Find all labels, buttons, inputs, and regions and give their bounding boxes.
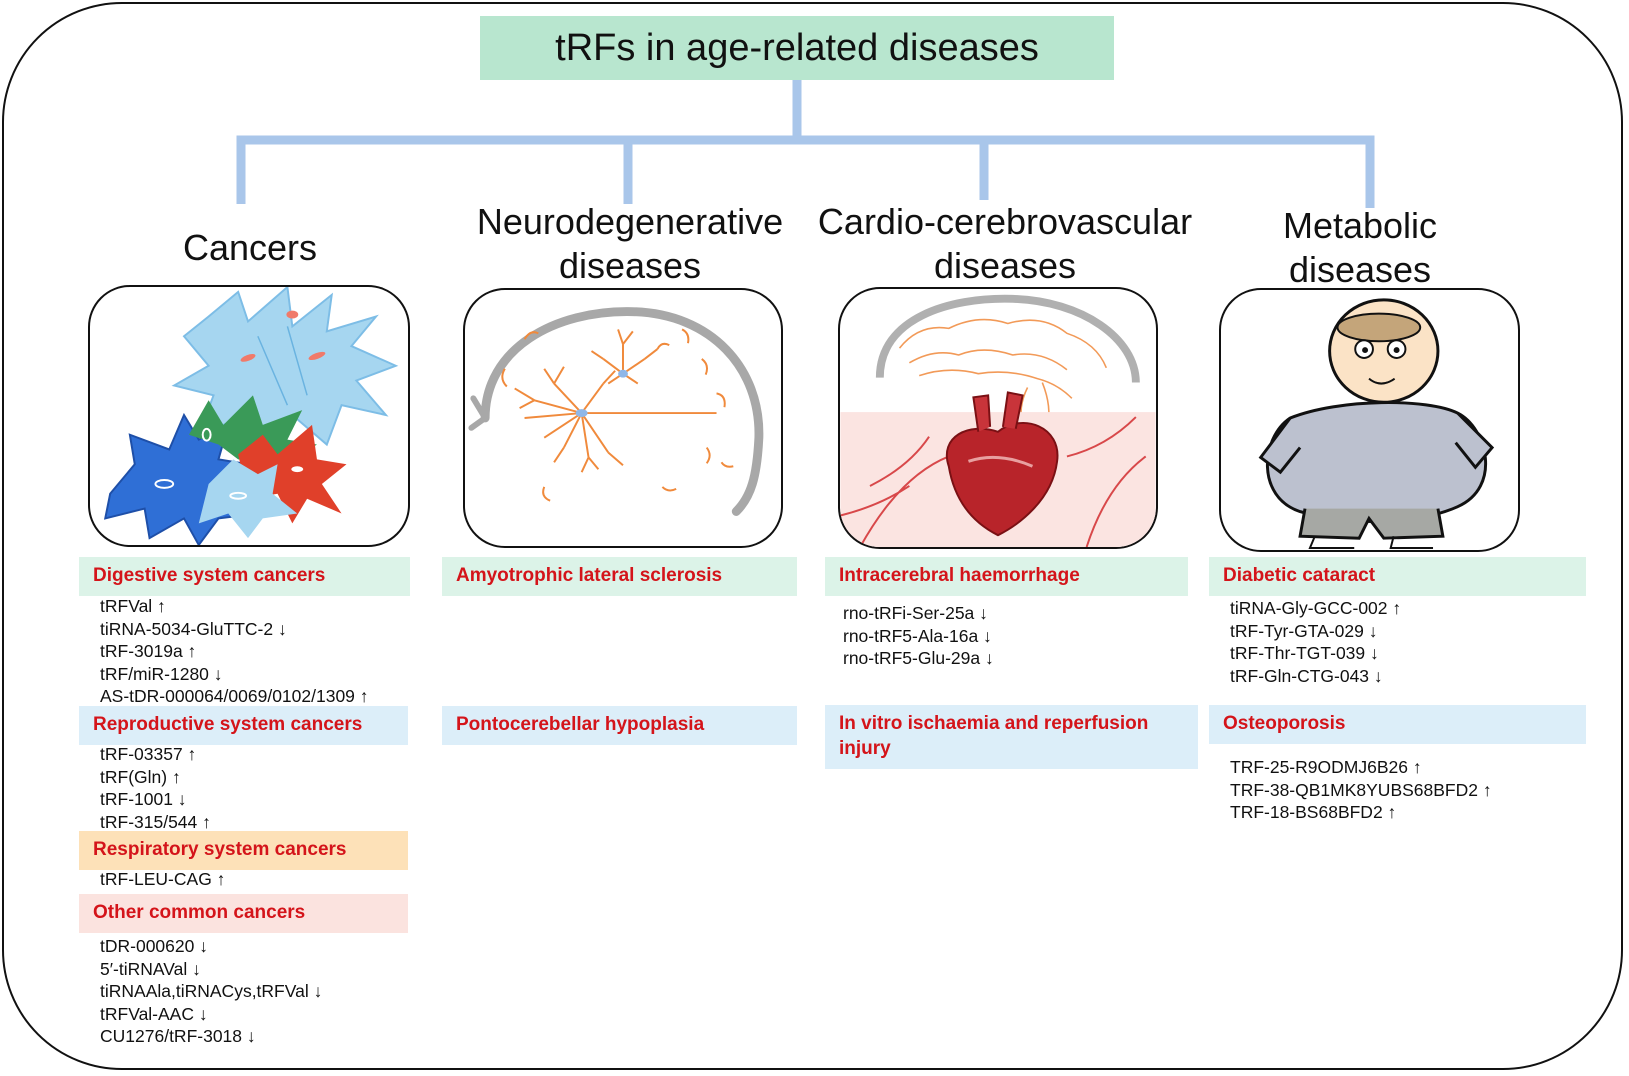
list-item: tRF-Gln-CTG-043 ↓ — [1230, 665, 1383, 686]
brain-heart-illustration — [838, 287, 1158, 549]
mixed-cells — [103, 395, 347, 545]
heading-other-common-cancers: Other common cancers — [79, 894, 408, 933]
heading-amyotrophic-lateral-sclerosis: Amyotrophic lateral sclerosis — [442, 557, 797, 596]
heading-pontocerebellar-hypoplasia: Pontocerebellar hypoplasia — [442, 706, 797, 745]
list-item: tDR-000620 ↓ — [100, 936, 208, 956]
vessels — [840, 416, 1147, 547]
category-title-line: Cardio-cerebrovascular — [817, 201, 1193, 242]
category-title-line: Neurodegenerative — [476, 201, 784, 242]
list-item: rno-tRF5-Glu-29a ↓ — [843, 648, 994, 668]
heading-line: injury — [839, 738, 891, 759]
category-title-line: diseases — [1288, 249, 1432, 290]
heading-ischaemia-reperfusion-injury: In vitro ischaemia and reperfusion injur… — [825, 705, 1198, 769]
list-item: 5′-tiRNAVal ↓ — [100, 958, 201, 979]
list-item: tRFVal ↑ — [100, 596, 166, 616]
list-osteoporosis: TRF-25-R9ODMJ6B26 ↑ TRF-38-QB1MK8YUBS68B… — [1230, 756, 1492, 824]
heading-diabetic-cataract: Diabetic cataract — [1209, 557, 1586, 596]
heading-osteoporosis: Osteoporosis — [1209, 705, 1586, 744]
brain-folds — [898, 318, 1108, 428]
list-reproductive-system-cancers: tRF-03357 ↑ tRF(Gln) ↑ tRF-1001 ↓ tRF-31… — [100, 743, 211, 833]
heading-digestive-system-cancers: Digestive system cancers — [79, 557, 410, 596]
cancer-cells-illustration — [88, 285, 410, 547]
list-item: tRFVal-AAC ↓ — [100, 1003, 208, 1024]
heart — [945, 422, 1059, 537]
brain-outline — [480, 307, 764, 516]
list-item: tRF-Tyr-GTA-029 ↓ — [1230, 620, 1378, 641]
list-digestive-system-cancers: tRFVal ↑ tiRNA-5034-GluTTC-2 ↓ tRF-3019a… — [100, 595, 369, 708]
list-item: CU1276/tRF-3018 ↓ — [100, 1026, 256, 1046]
list-item: tRF(Gln) ↑ — [100, 766, 181, 787]
list-diabetic-cataract: tiRNA-Gly-GCC-002 ↑ tRF-Tyr-GTA-029 ↓ tR… — [1230, 597, 1401, 687]
list-item: tRF-Thr-TGT-039 ↓ — [1230, 643, 1379, 663]
list-item: tRF-3019a ↑ — [100, 641, 197, 661]
list-item: rno-tRFi-Ser-25a ↓ — [843, 603, 988, 623]
heading-intracerebral-haemorrhage: Intracerebral haemorrhage — [825, 557, 1188, 596]
list-item: rno-tRF5-Ala-16a ↓ — [843, 625, 992, 646]
category-title-neurodegenerative: Neurodegenerative diseases — [455, 200, 805, 288]
heading-line: In vitro ischaemia and reperfusion — [839, 713, 1149, 734]
heading-reproductive-system-cancers: Reproductive system cancers — [79, 706, 408, 745]
light-blue-cells — [171, 287, 399, 457]
category-title-cardio: Cardio-cerebrovascular diseases — [805, 200, 1205, 288]
list-item: AS-tDR-000064/0069/0102/1309 ↑ — [100, 686, 369, 706]
category-title-line: diseases — [558, 245, 702, 286]
category-title-line: Metabolic — [1282, 205, 1438, 246]
list-item: tRF/miR-1280 ↓ — [100, 663, 223, 684]
brain-neuron-illustration — [463, 288, 783, 548]
obese-man-illustration — [1219, 288, 1520, 552]
list-item: TRF-38-QB1MK8YUBS68BFD2 ↑ — [1230, 779, 1492, 800]
list-item: TRF-25-R9ODMJ6B26 ↑ — [1230, 757, 1422, 777]
list-item: tRF-1001 ↓ — [100, 789, 187, 809]
list-item: tRF-03357 ↑ — [100, 744, 197, 764]
list-item: tiRNAAla,tiRNACys,tRFVal ↓ — [100, 981, 323, 1001]
shirt-belly — [1265, 401, 1487, 523]
category-title-line: diseases — [933, 245, 1077, 286]
list-item: tiRNA-Gly-GCC-002 ↑ — [1230, 598, 1402, 618]
list-item: tRF-315/544 ↑ — [100, 811, 211, 832]
list-respiratory-system-cancers: tRF-LEU-CAG ↑ — [100, 868, 225, 891]
list-intracerebral-haemorrhage: rno-tRFi-Ser-25a ↓ rno-tRF5-Ala-16a ↓ rn… — [843, 602, 994, 670]
list-other-common-cancers: tDR-000620 ↓ 5′-tiRNAVal ↓ tiRNAAla,tiRN… — [100, 935, 322, 1048]
heading-respiratory-system-cancers: Respiratory system cancers — [79, 831, 408, 870]
neuron — [501, 328, 734, 502]
list-item: tRF-LEU-CAG ↑ — [100, 869, 226, 889]
page-title: tRFs in age-related diseases — [555, 26, 1039, 69]
category-title-cancers: Cancers — [140, 226, 360, 270]
list-item: TRF-18-BS68BFD2 ↑ — [1230, 802, 1397, 822]
list-item: tiRNA-5034-GluTTC-2 ↓ — [100, 618, 287, 639]
category-title-metabolic: Metabolic diseases — [1210, 204, 1510, 292]
title-box: tRFs in age-related diseases — [480, 16, 1114, 80]
category-title-line: Cancers — [182, 227, 318, 268]
